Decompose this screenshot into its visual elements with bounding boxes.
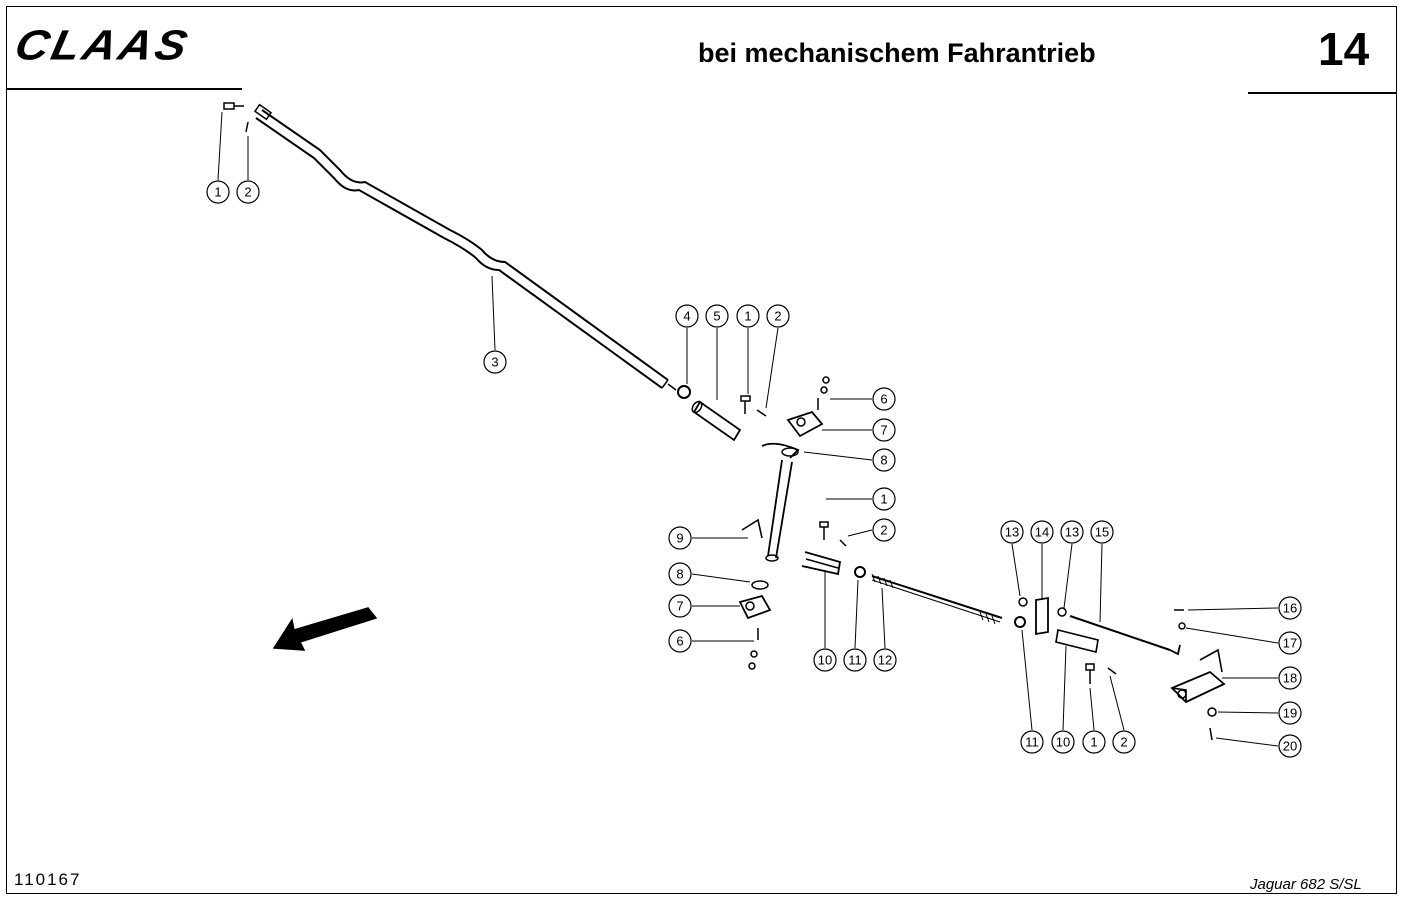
nut-4 [677, 385, 691, 399]
callout-4: 4 [675, 304, 699, 328]
callout-10: 10 [1051, 730, 1075, 754]
callout-label: 15 [1095, 525, 1109, 540]
callout-label: 2 [880, 523, 887, 538]
callout-label: 2 [244, 185, 251, 200]
callout-6: 6 [668, 629, 692, 653]
lever-9 [741, 442, 800, 590]
callout-label: 4 [683, 309, 690, 324]
callout-5: 5 [705, 304, 729, 328]
callout-17: 17 [1278, 631, 1302, 655]
callout-label: 11 [1025, 735, 1039, 750]
drawing-number: 110167 [14, 870, 82, 889]
callout-label: 8 [676, 567, 683, 582]
callout-16: 16 [1278, 596, 1302, 620]
top-bolt [223, 102, 249, 133]
callout-2: 2 [1112, 730, 1136, 754]
callout-13: 13 [1060, 520, 1084, 544]
callout-6: 6 [872, 387, 896, 411]
callout-7: 7 [668, 594, 692, 618]
callout-label: 3 [491, 355, 498, 370]
callout-label: 2 [774, 309, 781, 324]
header-rule-right [1248, 92, 1397, 94]
callout-13: 13 [1000, 520, 1024, 544]
callout-2: 2 [766, 304, 790, 328]
callout-label: 10 [1056, 735, 1070, 750]
callout-label: 9 [676, 531, 683, 546]
callout-18: 18 [1278, 666, 1302, 690]
fork-10 [801, 521, 866, 578]
callout-label: 19 [1283, 706, 1297, 721]
callout-label: 8 [880, 453, 887, 468]
callout-1: 1 [1082, 730, 1106, 754]
drawing-frame [6, 6, 1397, 894]
callout-label: 1 [744, 309, 751, 324]
callout-label: 17 [1283, 636, 1297, 651]
callout-7: 7 [872, 418, 896, 442]
callout-label: 18 [1283, 671, 1297, 686]
callout-9: 9 [668, 526, 692, 550]
callout-1: 1 [206, 180, 230, 204]
right-assembly [1014, 596, 1186, 684]
callout-label: 6 [676, 634, 683, 649]
callout-3: 3 [483, 350, 507, 374]
callout-20: 20 [1278, 734, 1302, 758]
callout-label: 7 [880, 423, 887, 438]
callout-14: 14 [1030, 520, 1054, 544]
callout-2: 2 [872, 518, 896, 542]
callout-15: 15 [1090, 520, 1114, 544]
page-title: bei mechanischem Fahrantrieb [698, 38, 1096, 68]
shift-rod [253, 103, 677, 391]
callout-label: 1 [214, 185, 221, 200]
callout-11: 11 [843, 648, 867, 672]
callout-label: 20 [1283, 739, 1297, 754]
callout-12: 12 [873, 648, 897, 672]
direction-arrow [272, 607, 378, 651]
callout-label: 2 [1120, 735, 1127, 750]
callout-label: 10 [818, 653, 832, 668]
callout-label: 16 [1283, 601, 1297, 616]
actuator-18 [1170, 648, 1226, 741]
page-number: 14 [1318, 23, 1370, 75]
threaded-rod-12 [871, 573, 1003, 625]
bearing-7-upper [786, 376, 830, 438]
callout-label: 13 [1005, 525, 1019, 540]
header-rule-left [6, 88, 242, 90]
callout-label: 14 [1035, 525, 1049, 540]
callout-label: 5 [713, 309, 720, 324]
sleeve-5 [691, 400, 742, 442]
callout-8: 8 [668, 562, 692, 586]
callout-1: 1 [872, 487, 896, 511]
callout-label: 7 [676, 599, 683, 614]
mid-bolt [740, 395, 767, 417]
callout-10: 10 [813, 648, 837, 672]
callout-11: 11 [1020, 730, 1044, 754]
callout-2: 2 [236, 180, 260, 204]
callout-label: 1 [1090, 735, 1097, 750]
model-label: Jaguar 682 S/SL [1250, 876, 1362, 893]
callout-label: 13 [1065, 525, 1079, 540]
callout-label: 1 [880, 492, 887, 507]
leader-lines [217, 111, 1279, 747]
callout-label: 11 [848, 653, 862, 668]
callout-1: 1 [736, 304, 760, 328]
callout-8: 8 [872, 448, 896, 472]
callout-19: 19 [1278, 701, 1302, 725]
bearing-7-lower [738, 594, 772, 670]
callout-label: 12 [878, 653, 892, 668]
callout-label: 6 [880, 392, 887, 407]
